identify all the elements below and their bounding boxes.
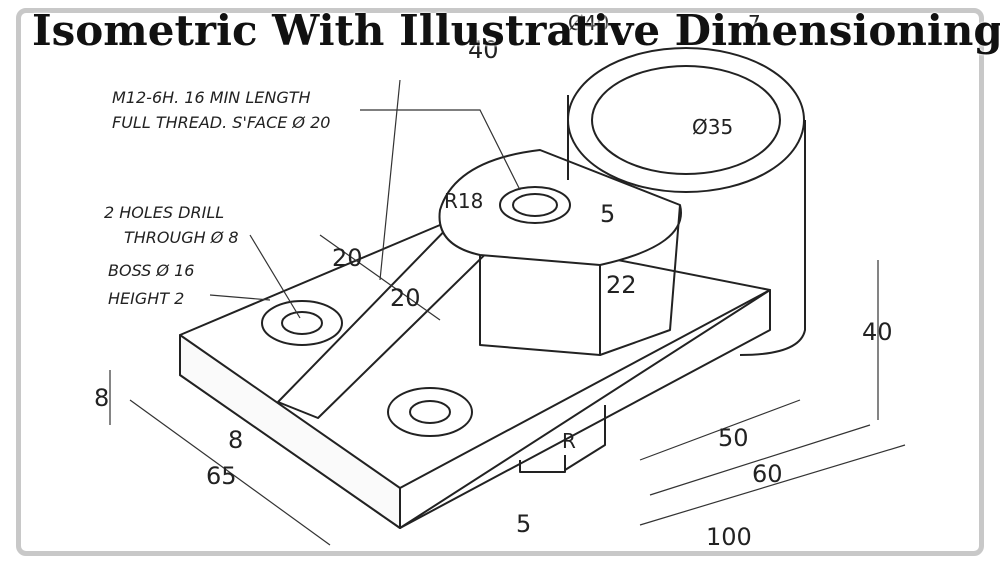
- dim-60: 60: [752, 460, 783, 488]
- dim-line-50: [639, 399, 801, 461]
- note-thread-line2: FULL THREAD. S'FACE Ø 20: [112, 113, 330, 132]
- boss-block-right: [599, 204, 681, 356]
- boss-right-inner: [409, 400, 451, 424]
- dim-dia35: Ø35: [692, 115, 733, 139]
- dim-20-a: 20: [332, 244, 363, 272]
- dim-line-vertical: [379, 79, 401, 281]
- note-thread-line1: M12-6H. 16 MIN LENGTH: [112, 88, 311, 107]
- dim-8-bottom: 8: [228, 426, 243, 454]
- page-title: Isometric With Illustrative Dimensioning: [32, 6, 1000, 55]
- cylinder-body: [567, 95, 806, 356]
- dim-line-65: [129, 399, 331, 546]
- leader-boss: [209, 294, 271, 301]
- note-holes-line2: THROUGH Ø 8: [124, 228, 239, 247]
- boss-right-outer: [387, 387, 473, 437]
- dim-8-left: 8: [94, 384, 109, 412]
- dim-22: 22: [606, 271, 637, 299]
- dim-65: 65: [206, 462, 237, 490]
- note-holes-line1: 2 HOLES DRILL: [104, 203, 224, 222]
- note-boss-line1: BOSS Ø 16: [108, 261, 194, 280]
- dim-40-right: 40: [862, 318, 893, 346]
- dim-r18: R18: [444, 189, 483, 213]
- dim-5-mid: 5: [600, 200, 615, 228]
- dim-5-bottom: 5: [516, 510, 531, 538]
- leader-holes: [249, 234, 301, 319]
- base-plate-right-face: [399, 289, 771, 529]
- cylinder-top-inner: [591, 65, 781, 175]
- boss-block-top: [438, 149, 682, 266]
- dim-top-right: 7: [748, 11, 761, 35]
- slot: [519, 455, 566, 473]
- dim-50: 50: [718, 424, 749, 452]
- thread-boss-outer: [499, 186, 571, 224]
- cylinder-top-outer: [567, 47, 805, 193]
- dim-dia40: Ø40: [568, 11, 609, 35]
- boss-left-outer: [261, 300, 343, 346]
- thread-boss-inner: [512, 193, 558, 217]
- leader-thread: [360, 109, 521, 191]
- dim-40-top: 40: [468, 36, 499, 64]
- dim-r-slot: R: [562, 429, 576, 453]
- base-plate-front: [179, 334, 401, 529]
- dim-line-60: [649, 424, 871, 496]
- boss-left-inner: [281, 311, 323, 335]
- boss-block-front: [479, 255, 601, 356]
- dim-line-20: [319, 234, 441, 321]
- dim-line-100: [639, 444, 906, 526]
- slot-vertical: [564, 405, 606, 471]
- dim-100: 100: [706, 523, 752, 551]
- note-boss-line2: HEIGHT 2: [108, 289, 184, 308]
- dim-20-b: 20: [390, 284, 421, 312]
